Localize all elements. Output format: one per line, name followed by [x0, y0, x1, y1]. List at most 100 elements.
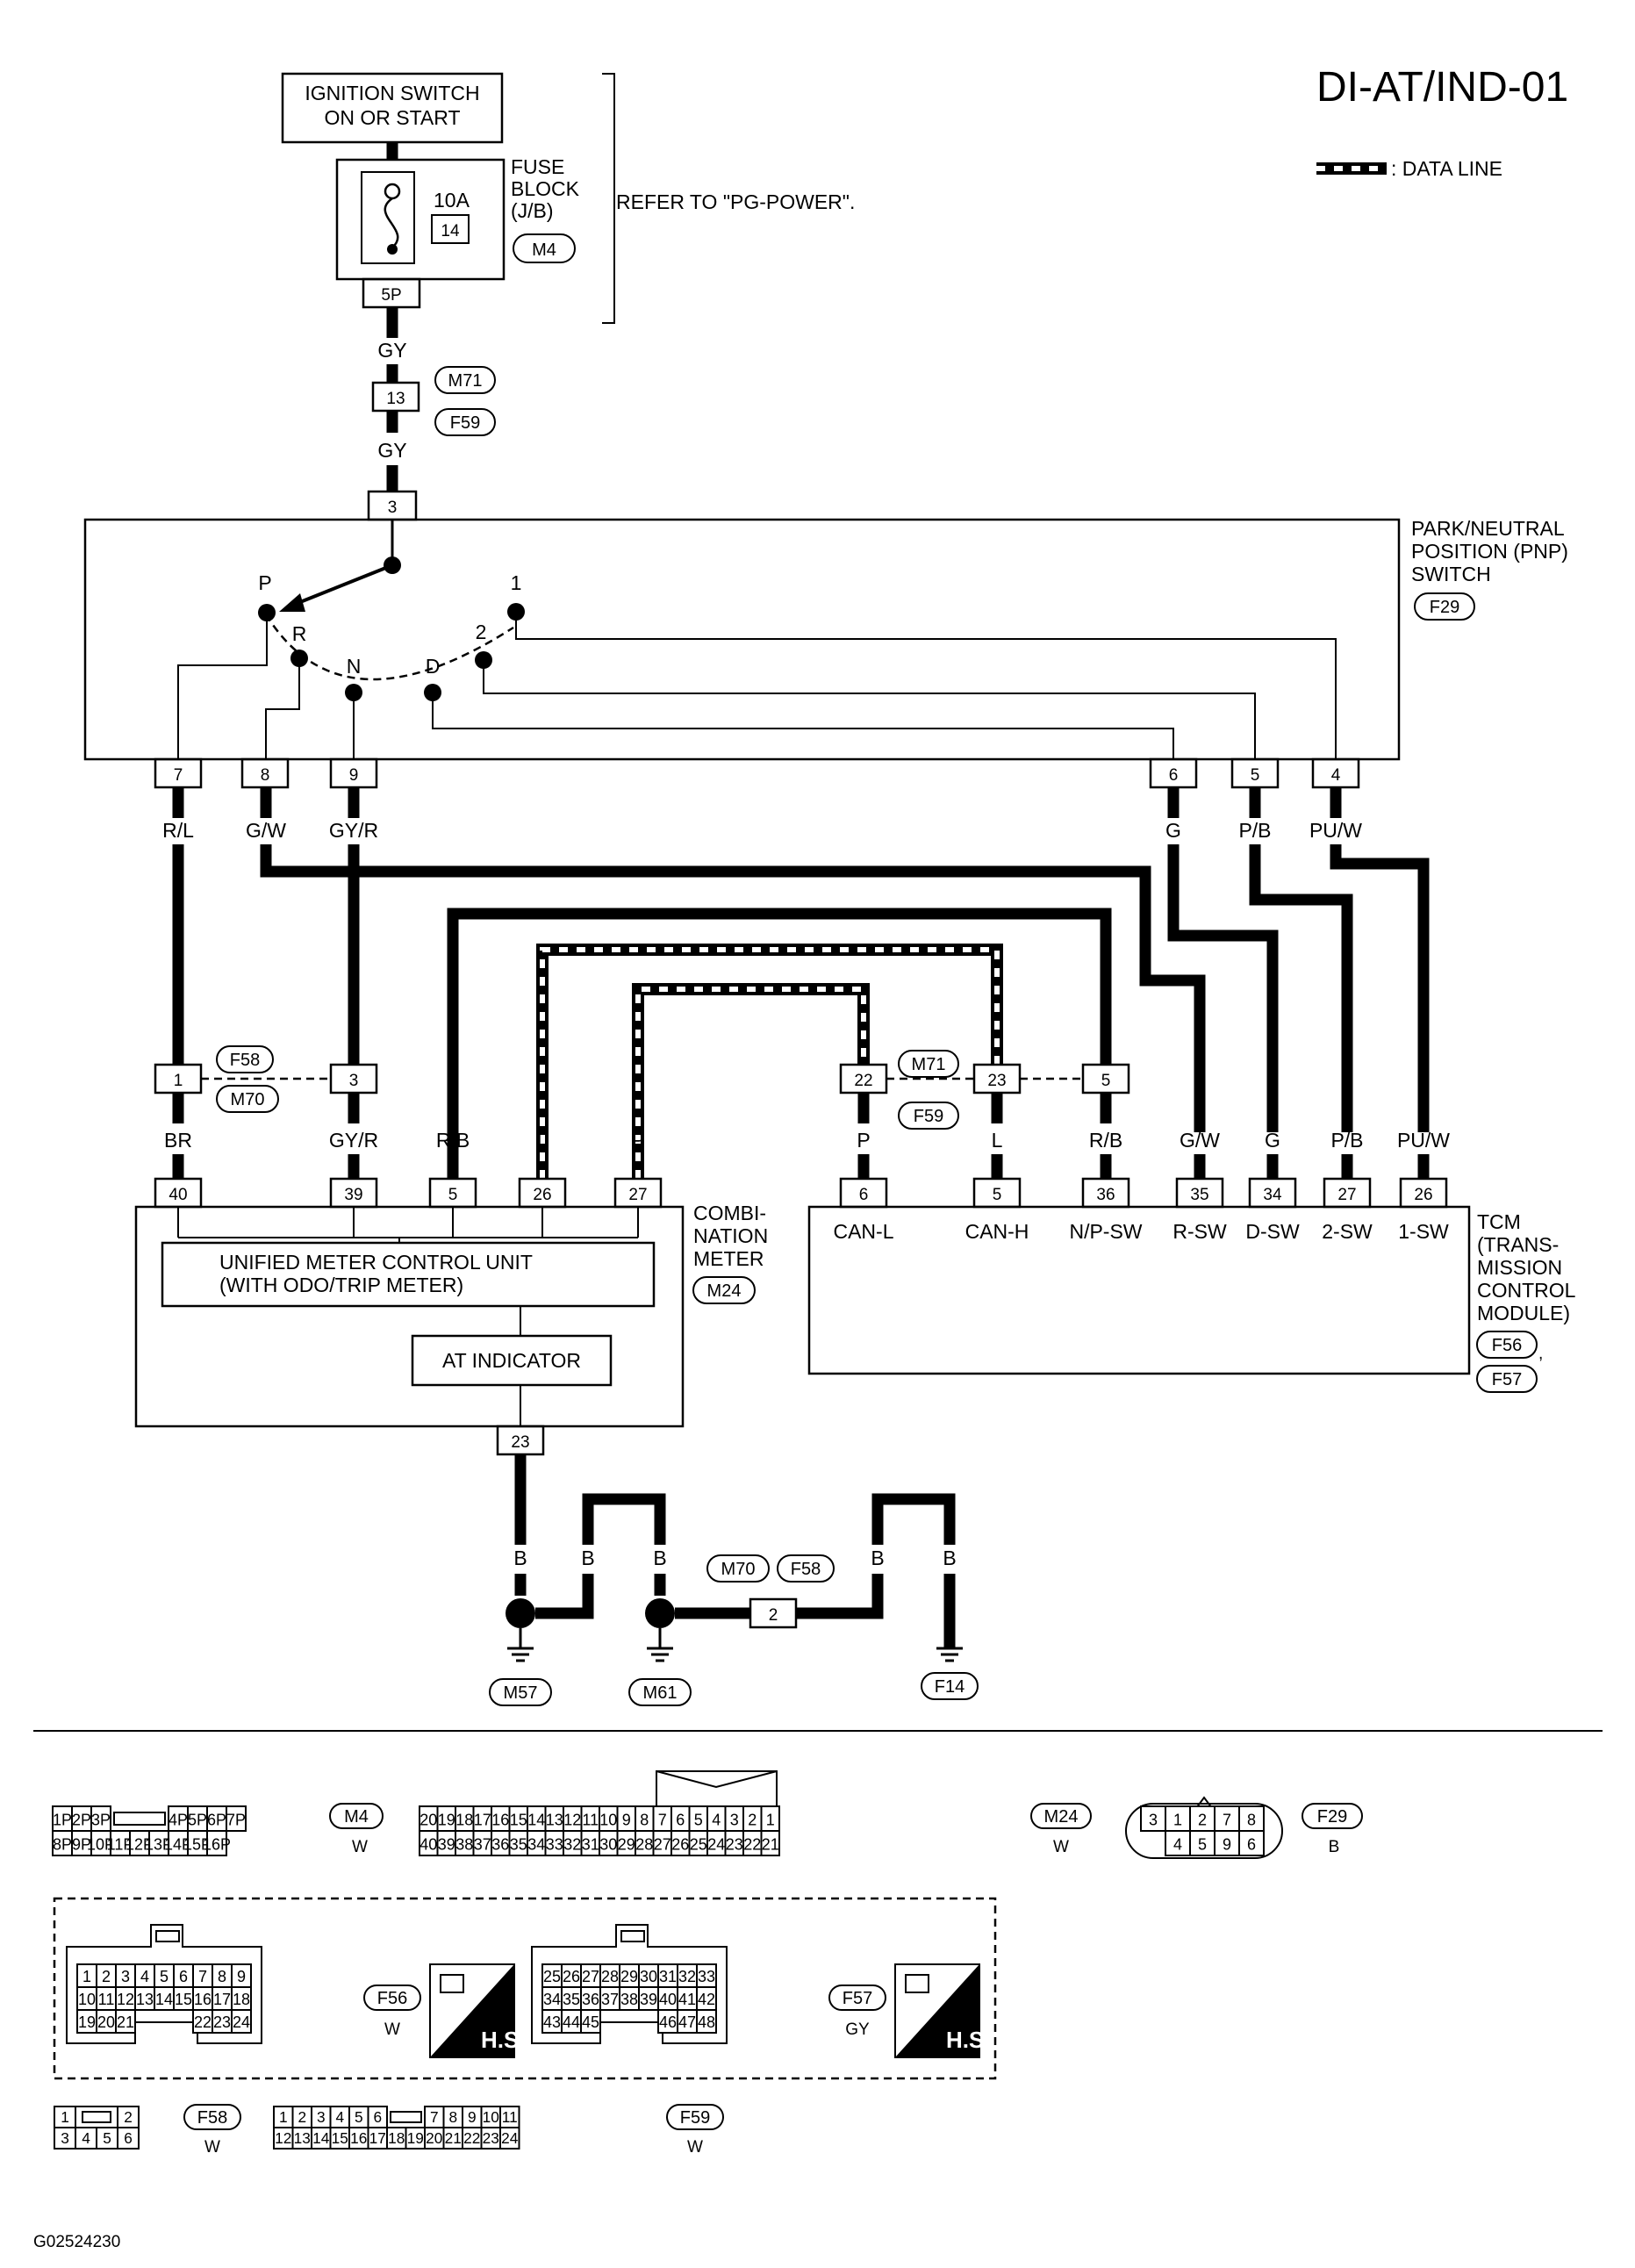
cv-f59-code: F59: [680, 2108, 710, 2128]
cv-f56-pin-label: 22: [194, 2013, 212, 2031]
joint-connector-f58-m70: 1 3 F58 M70: [154, 1045, 378, 1113]
cv-m4-pin-label: 15P: [183, 1835, 212, 1853]
cv-f58-cell: [117, 2127, 140, 2150]
cv-m24-pin-label: 7: [658, 1811, 667, 1828]
ground-circuit: 23 B M57 B B M61 2 M70 F58 B B: [489, 1425, 979, 1706]
cv-m24-pin-label: 36: [491, 1835, 509, 1853]
cv-m24-pin-label: 3: [730, 1811, 739, 1828]
cv-m24-pin-label: 12: [563, 1811, 581, 1828]
cv-f58-latch: [82, 2111, 111, 2123]
wire-color-b-1: B: [513, 1547, 527, 1569]
meter-pin-27: 27: [628, 1186, 647, 1204]
hs-badge-f57-text: H.S.: [946, 2027, 991, 2053]
cv-m24-pin-label: 40: [420, 1835, 437, 1853]
cv-f29-cell: [1189, 1805, 1215, 1832]
fuse-block-label2: BLOCK: [511, 177, 580, 200]
connector-f58-ground: F58: [791, 1560, 821, 1579]
cv-m4-pin-label: 4P: [169, 1811, 188, 1828]
cv-f29-pin-label: 9: [1223, 1835, 1231, 1853]
cv-f29-cell: [1238, 1830, 1265, 1856]
cv-m4-pin-label: 9P: [72, 1835, 91, 1853]
cv-f57-pin-label: 37: [601, 1991, 619, 2008]
pnp-pin-8: 8: [261, 766, 270, 785]
tcm-label2: (TRANS-: [1477, 1233, 1559, 1256]
tcm-label1: TCM: [1477, 1210, 1521, 1233]
cv-f59-pin-label: 17: [369, 2129, 386, 2147]
cv-f59-pin-label: 9: [468, 2108, 477, 2126]
combination-meter: 40 39 5 26 27 UNIFIED METER CONTROL UNIT…: [134, 1177, 768, 1428]
pnp-label3: SWITCH: [1411, 563, 1491, 585]
pnp-pin-6: 6: [1169, 766, 1179, 785]
wire-color-p-meter: P: [631, 1129, 644, 1152]
cv-f59-pin-label: 8: [448, 2108, 457, 2126]
data-line-legend-label: : DATA LINE: [1391, 157, 1502, 180]
cv-f29-pin-label: 4: [1173, 1835, 1182, 1853]
cv-f57-pin-label: 32: [678, 1968, 696, 1985]
cv-m4-pin-label: 13P: [145, 1835, 173, 1853]
meter-unit-line2: (WITH ODO/TRIP METER): [219, 1274, 463, 1296]
pnp-pin-3: 3: [388, 499, 398, 517]
cv-m24-pin-label: 2: [748, 1811, 757, 1828]
pos-n: N: [347, 655, 362, 678]
hs-badge-f56: H.S.: [429, 1963, 526, 2058]
connector-f56: F56: [1492, 1336, 1522, 1355]
pnp-pin-9: 9: [349, 766, 359, 785]
cv-m24-pin-label: 21: [762, 1835, 779, 1853]
cv-f56-color: W: [384, 2020, 400, 2039]
cv-f59-pin-label: 13: [294, 2129, 311, 2147]
joint-pin-1: 1: [174, 1072, 183, 1090]
pnp-pin-7: 7: [174, 766, 183, 785]
tcm-pin-26: 26: [1414, 1186, 1432, 1204]
pnp-pin-5: 5: [1251, 766, 1260, 785]
cv-m24-pin-label: 24: [707, 1835, 725, 1853]
joint-pin-5: 5: [1101, 1072, 1111, 1090]
wire-color-gy-lower: GY: [377, 439, 406, 462]
connector-view-f58-labels: F58 W: [183, 2104, 241, 2157]
cv-f29-cell: [1140, 1805, 1166, 1832]
cv-f56-shell: [66, 1924, 262, 2044]
fuse-number: 14: [441, 222, 460, 240]
cv-m24-pin-label: 38: [455, 1835, 473, 1853]
wire-color-rb-tcm: R/B: [1089, 1129, 1122, 1152]
cv-m24-pin-label: 31: [582, 1835, 599, 1853]
hs-badge-f57: H.S.: [894, 1963, 991, 2058]
cv-m24-pin-label: 13: [546, 1811, 563, 1828]
cv-m4-pin-label: 12P: [125, 1835, 154, 1853]
cv-m24-cell: [760, 1830, 780, 1856]
cv-m4-pin-label: 10P: [87, 1835, 115, 1853]
cv-f57-cell: [696, 2009, 717, 2034]
cv-f57-pin-label: 42: [698, 1991, 715, 2008]
joint-connector-m71-f59: 22 23 5 M71 F59: [839, 1050, 1130, 1130]
fuse-terminal-5p: 5P: [362, 277, 421, 309]
wire-color-b-3: B: [653, 1547, 666, 1569]
cv-f59-pin-label: 20: [426, 2129, 442, 2147]
wire-color-pb-pnp: P/B: [1238, 819, 1271, 842]
cv-f29-shell: [1125, 1803, 1283, 1859]
cv-f29-pin-label: 3: [1149, 1811, 1158, 1828]
tcm-2-sw: 2-SW: [1322, 1220, 1373, 1243]
cv-f57-pin-label: 48: [698, 2013, 715, 2031]
figure-code: G02524230: [33, 2233, 120, 2251]
cv-m24-pin-label: 10: [599, 1811, 617, 1828]
wire-color-b-2: B: [581, 1547, 594, 1569]
cv-f59-pin-label: 19: [407, 2129, 424, 2147]
cv-f58-pin-label: 3: [61, 2129, 69, 2147]
cv-f59-pin-label: 4: [335, 2108, 344, 2126]
hs-badge-f56-text: H.S.: [481, 2027, 526, 2053]
connector-view-f56-f57-labels: F56 W F57 GY: [363, 1984, 886, 2039]
cv-m24-pin-label: 20: [420, 1811, 437, 1828]
cv-m4-cell: [206, 1830, 227, 1856]
cv-f58-pin-label: 2: [124, 2108, 133, 2126]
cv-f58-pin-label: 4: [82, 2129, 90, 2147]
cv-m4-pin-label: 2P: [72, 1811, 91, 1828]
wire-color-gy-upper: GY: [377, 339, 406, 362]
cv-f56-cell: [231, 2009, 252, 2034]
ignition-switch: IGNITION SWITCH ON OR START: [281, 72, 504, 144]
meter-pin-23: 23: [511, 1433, 529, 1452]
cv-f59-pin-label: 2: [298, 2108, 306, 2126]
pos-p: P: [258, 571, 271, 594]
meter-pin-5: 5: [448, 1186, 458, 1204]
pin-13: 13: [386, 390, 405, 408]
cv-m24-pin-label: 30: [599, 1835, 617, 1853]
